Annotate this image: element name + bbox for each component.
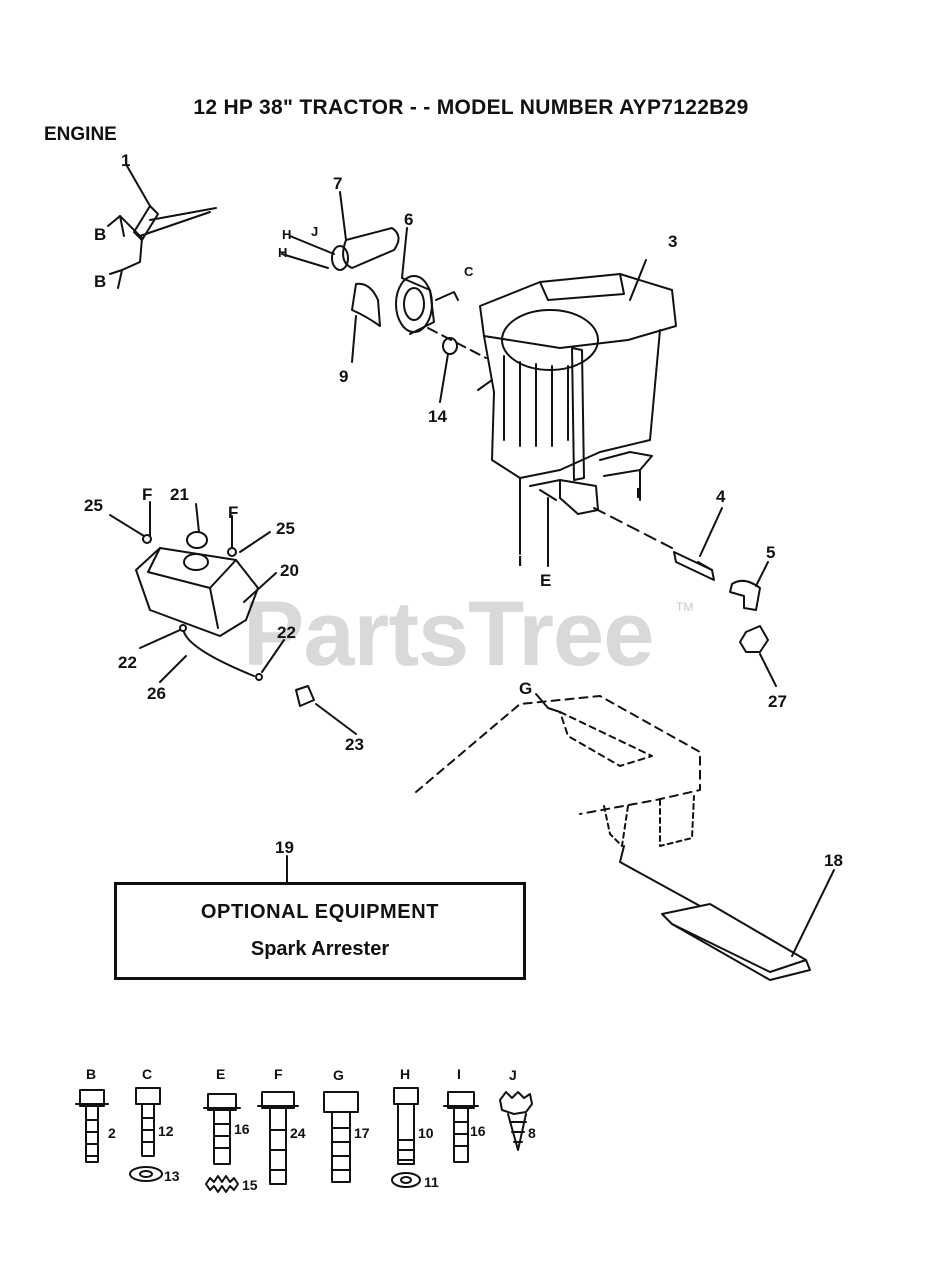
hw-letter-c: C <box>142 1066 152 1082</box>
ref-letter-b2: B <box>94 272 106 291</box>
callout-3: 3 <box>668 232 677 251</box>
watermark-trademark: TM <box>676 600 694 614</box>
callout-23: 23 <box>345 735 364 754</box>
callout-22-right: 22 <box>277 623 296 642</box>
hw-qty-b: 2 <box>108 1125 116 1141</box>
hw-qty-c: 12 <box>158 1123 174 1139</box>
ref-letter-i2: I <box>636 485 640 502</box>
callout-14: 14 <box>428 407 447 426</box>
watermark: PartsTree <box>243 583 654 685</box>
callout-20: 20 <box>280 561 299 580</box>
callout-19: 19 <box>275 838 294 857</box>
throttle-control-part <box>107 165 217 289</box>
callout-22-left: 22 <box>118 653 137 672</box>
diagram-title: 12 HP 38" TRACTOR - - MODEL NUMBER AYP71… <box>193 96 749 119</box>
callout-25-left: 25 <box>84 496 103 515</box>
hw-letter-e: E <box>216 1066 225 1082</box>
hw-qty-j: 8 <box>528 1125 536 1141</box>
hw-letter-j: J <box>509 1067 517 1083</box>
ref-letter-i1: I <box>518 553 522 570</box>
optional-equipment-item: Spark Arrester <box>250 938 390 960</box>
hardware-b-bolt <box>75 1089 109 1163</box>
hw-qty-f: 24 <box>290 1125 306 1141</box>
ref-letter-j: J <box>311 224 318 239</box>
optional-equipment-heading: OPTIONAL EQUIPMENT <box>200 901 440 923</box>
hw-qty-g: 17 <box>354 1125 370 1141</box>
hw-letter-i: I <box>457 1066 461 1082</box>
hw-qty-i: 16 <box>470 1123 486 1139</box>
engine-part <box>477 259 677 567</box>
ref-letter-b1: B <box>94 225 106 244</box>
callout-25-right: 25 <box>276 519 295 538</box>
hardware-f-bolt <box>257 1091 299 1185</box>
callout-6: 6 <box>404 210 413 229</box>
hw-letter-f: F <box>274 1066 283 1082</box>
hw-letter-b: B <box>86 1066 96 1082</box>
callout-18: 18 <box>824 851 843 870</box>
hardware-j-screw <box>499 1091 533 1151</box>
hw-qty-e: 16 <box>234 1121 250 1137</box>
callout-26: 26 <box>147 684 166 703</box>
hardware-h-bolt <box>391 1087 421 1188</box>
ref-letter-f2: F <box>228 503 238 522</box>
hardware-c-bolt <box>129 1087 163 1182</box>
hw-letter-g: G <box>333 1067 344 1083</box>
callout-1: 1 <box>121 151 130 170</box>
callout-7: 7 <box>333 174 342 193</box>
ref-letter-e: E <box>540 571 551 590</box>
ref-letter-h2: H <box>278 245 287 260</box>
ref-letter-f1: F <box>142 485 152 504</box>
optional-equipment-box: OPTIONAL EQUIPMENT Spark Arrester <box>114 882 526 980</box>
hw-washer-e: 15 <box>242 1177 258 1193</box>
hw-washer-h: 11 <box>424 1174 439 1190</box>
hw-letter-h: H <box>400 1066 410 1082</box>
callout-21: 21 <box>170 485 189 504</box>
callout-5: 5 <box>766 543 775 562</box>
hw-qty-h: 10 <box>418 1125 434 1141</box>
section-label: ENGINE <box>44 124 117 145</box>
drain-fittings <box>673 507 777 687</box>
frame-and-shield <box>415 693 835 981</box>
hw-washer-c: 13 <box>164 1168 180 1184</box>
ref-letter-c: C <box>464 264 474 279</box>
callout-4: 4 <box>716 487 726 506</box>
hardware-e-bolt <box>203 1093 241 1193</box>
callout-9: 9 <box>339 367 348 386</box>
hardware-i-bolt <box>443 1091 479 1163</box>
fuel-tank-assembly <box>109 501 357 735</box>
callout-27: 27 <box>768 692 787 711</box>
ref-letter-g: G <box>519 679 532 698</box>
air-intake-assembly <box>281 191 487 403</box>
hardware-g-bolt <box>323 1091 359 1183</box>
ref-letter-h1: H <box>282 227 291 242</box>
